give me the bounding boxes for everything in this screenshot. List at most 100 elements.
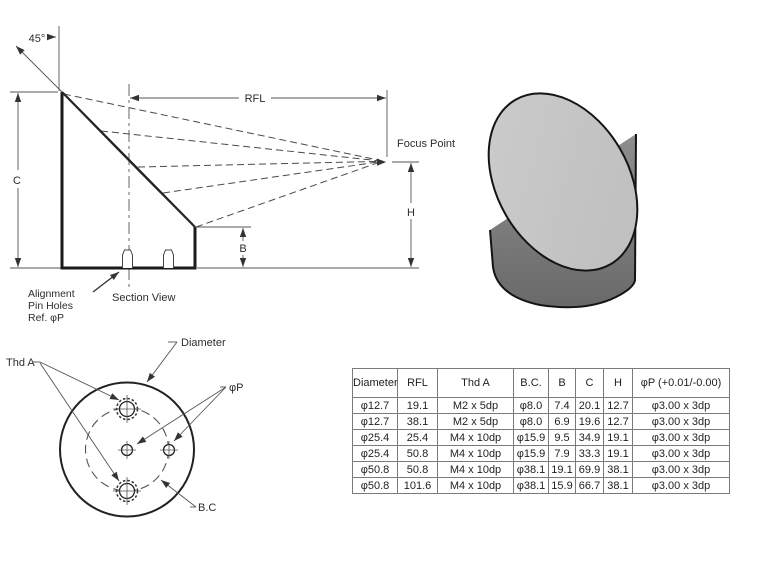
extension-lines xyxy=(10,26,419,269)
pin-hole-right xyxy=(160,441,178,459)
table-cell: 12.7 xyxy=(603,413,633,430)
table-cell: 50.8 xyxy=(397,461,438,478)
table-cell: 6.9 xyxy=(548,413,576,430)
section-pin-holes xyxy=(122,249,174,268)
table-cell: M4 x 10dp xyxy=(437,477,514,494)
table-cell: M4 x 10dp xyxy=(437,445,514,462)
table-cell: 15.9 xyxy=(548,477,576,494)
table-cell: 50.8 xyxy=(397,445,438,462)
bottom-view: Thd A Diameter φP B.C xyxy=(6,337,243,518)
section-view: 45° C RFL H B Focus Point Alignment Pin … xyxy=(10,26,455,324)
table-cell: 19.1 xyxy=(397,397,438,414)
focus-point-label: Focus Point xyxy=(397,138,455,150)
alignment-note-line1: Alignment xyxy=(28,288,75,300)
table-cell: 25.4 xyxy=(397,429,438,446)
dim-b-gap xyxy=(236,241,250,255)
dim-h-gap xyxy=(403,203,419,219)
table-cell: φ50.8 xyxy=(352,461,398,478)
section-view-caption: Section View xyxy=(112,292,175,304)
table-cell: φ3.00 x 3dp xyxy=(632,429,730,446)
dim-b-label: B xyxy=(239,243,246,255)
dim-c-gap xyxy=(10,170,26,188)
column-header-c: C xyxy=(575,368,604,398)
table-cell: 101.6 xyxy=(397,477,438,494)
column-header-h: H xyxy=(603,368,633,398)
table-row: φ25.4 50.8 M4 x 10dp φ15.9 7.9 33.3 19.1… xyxy=(352,445,730,462)
column-header-pin: φP (+0.01/-0.00) xyxy=(632,368,730,398)
table-cell: φ50.8 xyxy=(352,477,398,494)
table-cell: 12.7 xyxy=(603,397,633,414)
angle-label: 45° xyxy=(29,33,46,45)
table-row: φ12.7 38.1 M2 x 5dp φ8.0 6.9 19.6 12.7 φ… xyxy=(352,413,730,430)
table-row: φ50.8 50.8 M4 x 10dp φ38.1 19.1 69.9 38.… xyxy=(352,461,730,478)
cylinder-body-outline xyxy=(489,133,637,309)
table-cell: 66.7 xyxy=(575,477,604,494)
dim-h-label: H xyxy=(407,207,415,219)
table-cell: φ3.00 x 3dp xyxy=(632,477,730,494)
table-cell: 19.6 xyxy=(575,413,604,430)
pin-hole-center xyxy=(118,441,136,459)
table-cell: 38.1 xyxy=(603,477,633,494)
dim-rfl-gap xyxy=(239,90,271,105)
table-cell: φ25.4 xyxy=(352,429,398,446)
thd-a-label: Thd A xyxy=(6,357,35,369)
table-cell: φ8.0 xyxy=(513,413,549,430)
threaded-hole-bottom xyxy=(113,477,141,505)
table-cell: 69.9 xyxy=(575,461,604,478)
pin-diameter-label: φP xyxy=(229,382,243,394)
table-cell: 20.1 xyxy=(575,397,604,414)
table-header-row: Diameter RFL Thd A B.C. B C H φP (+0.01/… xyxy=(352,368,730,398)
mirror-3d-render xyxy=(487,92,639,309)
table-cell: M4 x 10dp xyxy=(437,429,514,446)
table-cell: 33.3 xyxy=(575,445,604,462)
mirror-face-ellipse xyxy=(487,92,639,272)
callout-leaders xyxy=(33,341,227,508)
table-cell: φ25.4 xyxy=(352,445,398,462)
table-cell: 38.1 xyxy=(603,461,633,478)
column-header-thd-a: Thd A xyxy=(437,368,514,398)
alignment-leader-arrow xyxy=(92,271,120,293)
table-cell: φ38.1 xyxy=(513,477,549,494)
focus-point-arrow xyxy=(377,158,386,166)
table-cell: φ3.00 x 3dp xyxy=(632,445,730,462)
diameter-label: Diameter xyxy=(181,337,226,349)
dim-rfl-label: RFL xyxy=(245,93,266,105)
table-cell: φ3.00 x 3dp xyxy=(632,413,730,430)
dim-c-label: C xyxy=(13,175,21,187)
table-cell: 7.9 xyxy=(548,445,576,462)
table-cell: M4 x 10dp xyxy=(437,461,514,478)
table-cell: 9.5 xyxy=(548,429,576,446)
column-header-rfl: RFL xyxy=(397,368,438,398)
angle-reference-line xyxy=(15,45,63,93)
table-cell: φ3.00 x 3dp xyxy=(632,461,730,478)
table-row: φ25.4 25.4 M4 x 10dp φ15.9 9.5 34.9 19.1… xyxy=(352,429,730,446)
table-cell: φ12.7 xyxy=(352,413,398,430)
mirror-body-outline xyxy=(60,92,197,270)
table-cell: φ15.9 xyxy=(513,445,549,462)
table-cell: M2 x 5dp xyxy=(437,413,514,430)
table-cell: φ3.00 x 3dp xyxy=(632,397,730,414)
alignment-note-line3: Ref. φP xyxy=(28,312,64,324)
alignment-note-line2: Pin Holes xyxy=(28,300,73,312)
table-cell: 19.1 xyxy=(603,429,633,446)
table-cell: φ15.9 xyxy=(513,429,549,446)
mirror-surface-curve xyxy=(61,91,196,228)
table-cell: 19.1 xyxy=(548,461,576,478)
bolt-circle-label: B.C xyxy=(198,502,216,514)
column-header-diameter: Diameter xyxy=(352,368,398,398)
column-header-bc: B.C. xyxy=(513,368,549,398)
table-cell: φ8.0 xyxy=(513,397,549,414)
column-header-b: B xyxy=(548,368,576,398)
spec-table: Diameter RFL Thd A B.C. B C H φP (+0.01/… xyxy=(352,368,730,494)
threaded-hole-top xyxy=(113,395,141,423)
table-row: φ12.7 19.1 M2 x 5dp φ8.0 7.4 20.1 12.7 φ… xyxy=(352,397,730,414)
table-cell: 19.1 xyxy=(603,445,633,462)
table-cell: φ12.7 xyxy=(352,397,398,414)
table-row: φ50.8 101.6 M4 x 10dp φ38.1 15.9 66.7 38… xyxy=(352,477,730,494)
table-cell: 38.1 xyxy=(397,413,438,430)
table-cell: 7.4 xyxy=(548,397,576,414)
table-cell: φ38.1 xyxy=(513,461,549,478)
focus-rays xyxy=(63,93,379,228)
table-cell: M2 x 5dp xyxy=(437,397,514,414)
